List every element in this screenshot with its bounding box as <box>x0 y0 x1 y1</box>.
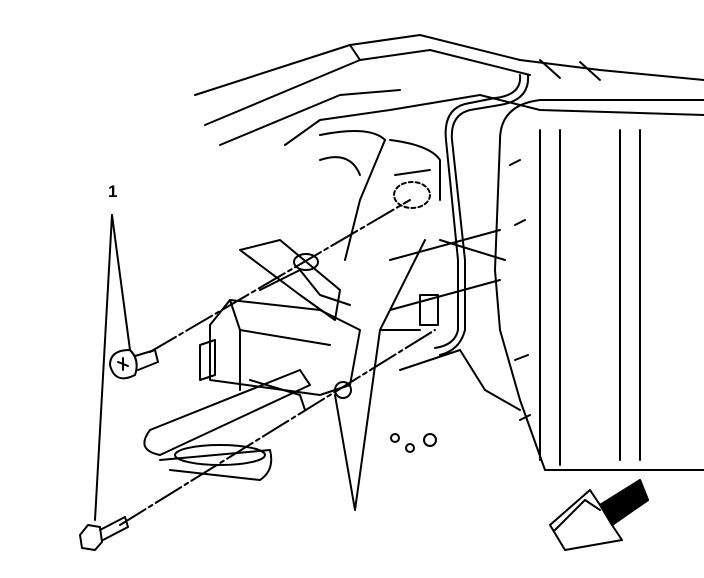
nut <box>334 381 352 399</box>
door-check-arm <box>143 369 311 481</box>
wire-harness <box>434 74 530 356</box>
screw-lower <box>79 516 129 551</box>
callout-label-1: 1 <box>108 182 118 201</box>
check-slot <box>419 294 439 326</box>
door-check-bracket <box>199 239 361 396</box>
body-panel-lines <box>194 34 704 261</box>
door-frame <box>389 99 704 471</box>
alignment-lines <box>119 199 436 526</box>
front-arrow-icon <box>549 479 649 551</box>
mounting-hole <box>393 181 431 209</box>
callout-leaders <box>94 214 426 521</box>
screw-upper <box>109 349 159 380</box>
